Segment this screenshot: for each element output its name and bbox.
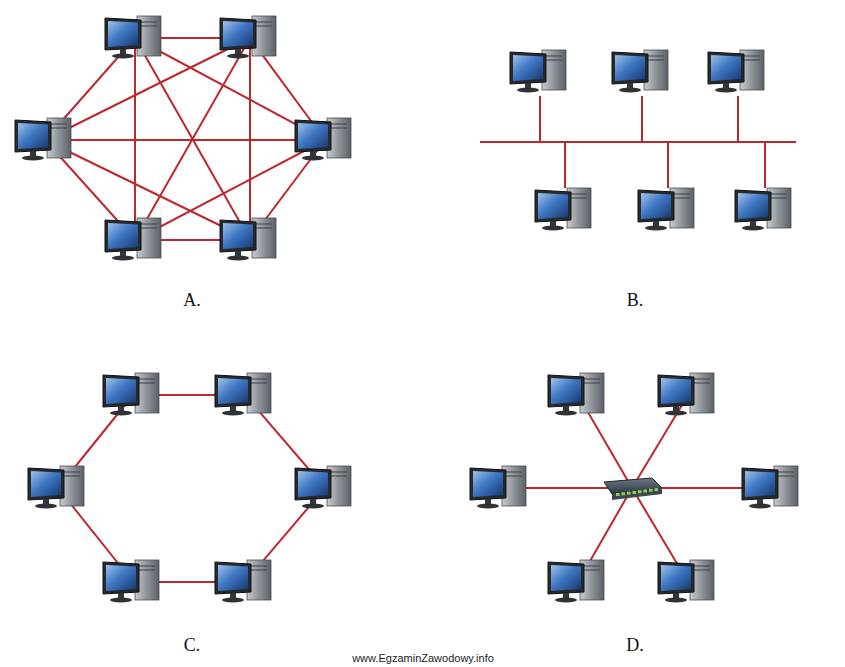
network-cable [564, 142, 566, 188]
network-cable [737, 96, 739, 142]
computer-icon [295, 466, 351, 509]
computer-icon [105, 218, 161, 261]
panel-letter: B. [627, 290, 644, 311]
computer-icon [510, 50, 566, 93]
computer-icon [548, 560, 604, 603]
network-cable [641, 96, 643, 142]
computer-icon [215, 373, 271, 416]
computer-icon [295, 118, 351, 161]
computer-icon [708, 50, 764, 93]
network-cable [764, 142, 766, 188]
computer-icon [742, 466, 798, 509]
computer-icon [735, 188, 791, 231]
panel-letter: D. [626, 635, 644, 656]
watermark: www.EgzaminZawodowy.info [352, 652, 494, 664]
computer-icon [638, 188, 694, 231]
computer-icon [103, 560, 159, 603]
computer-icon [548, 373, 604, 416]
computer-icon [105, 16, 161, 59]
computer-icon [28, 466, 84, 509]
panel-letter: A. [183, 290, 201, 311]
computer-icon [658, 560, 714, 603]
computer-icon [15, 118, 71, 161]
network-cable [667, 142, 669, 188]
switch-icon [604, 478, 662, 500]
network-cable [539, 96, 541, 142]
network-cable [45, 139, 325, 141]
computer-icon [612, 50, 668, 93]
computer-icon [220, 218, 276, 261]
computer-icon [215, 560, 271, 603]
computer-icon [470, 466, 526, 509]
panel-letter: C. [184, 635, 201, 656]
network-cable [480, 141, 796, 143]
computer-icon [103, 373, 159, 416]
computer-icon [535, 188, 591, 231]
network-cable [632, 395, 688, 488]
computer-icon [220, 16, 276, 59]
computer-icon [658, 373, 714, 416]
